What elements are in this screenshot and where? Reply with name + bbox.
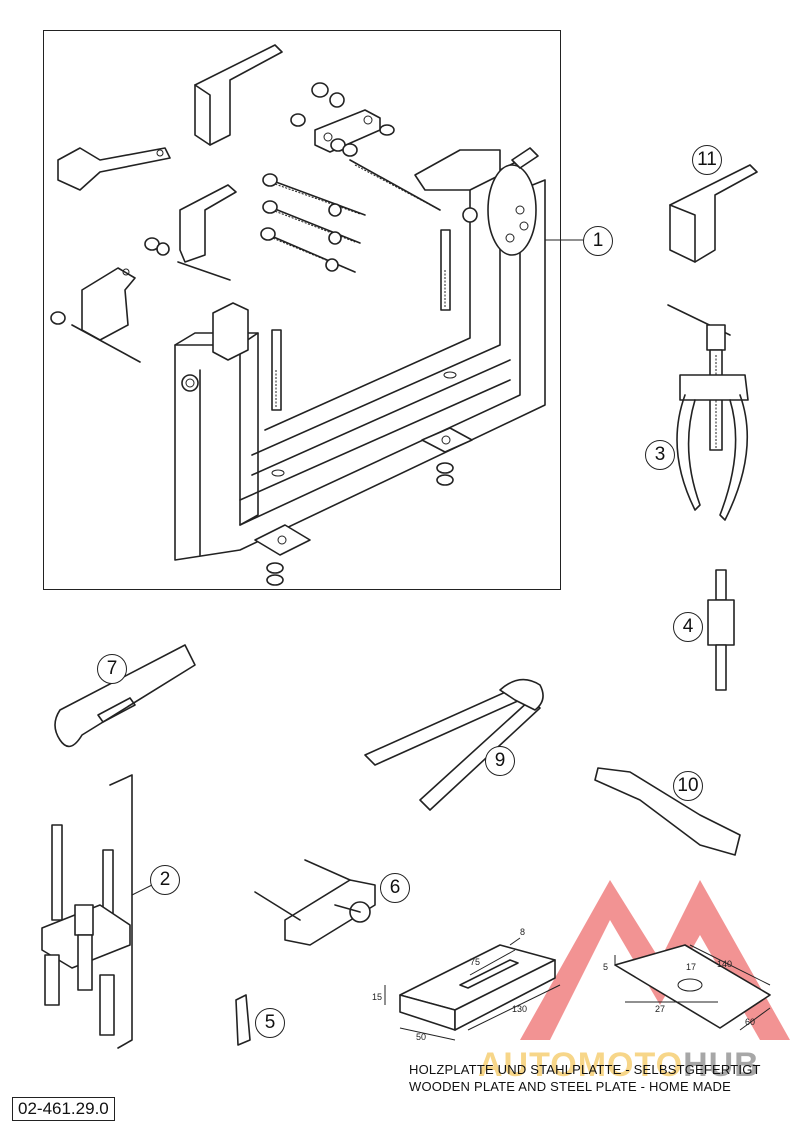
part-5-drift bbox=[235, 994, 251, 1046]
dim-steel-offset: 27 bbox=[655, 1004, 665, 1014]
assembly-frame-box bbox=[43, 30, 561, 590]
part-7-hook-wrench bbox=[54, 644, 196, 748]
dim-steel-hole: 17 bbox=[686, 962, 696, 972]
part-1-engine-stand bbox=[50, 44, 583, 586]
callout-1: 1 bbox=[583, 226, 613, 256]
dim-wood-height: 15 bbox=[372, 992, 382, 1002]
part-10-blade bbox=[594, 767, 741, 856]
callout-11: 11 bbox=[692, 145, 722, 175]
watermark-text: AUTOMOTOHUB bbox=[478, 1046, 760, 1084]
part-11-bracket bbox=[669, 164, 758, 263]
callout-2: 2 bbox=[150, 865, 180, 895]
dim-wood-slot-length: 75 bbox=[470, 957, 480, 967]
callout-4: 4 bbox=[673, 612, 703, 642]
part-6-puller-bar bbox=[254, 859, 376, 946]
callout-7: 7 bbox=[97, 654, 127, 684]
callout-6: 6 bbox=[380, 873, 410, 903]
part-4-slide-hammer bbox=[707, 569, 735, 691]
dim-steel-width: 60 bbox=[745, 1017, 755, 1027]
dim-steel-thickness: 5 bbox=[603, 962, 608, 972]
part-2-press-tool bbox=[41, 774, 153, 1049]
callout-5: 5 bbox=[255, 1008, 285, 1038]
dim-wood-width: 50 bbox=[416, 1032, 426, 1042]
callout-3: 3 bbox=[645, 440, 675, 470]
dim-wood-length: 130 bbox=[512, 1004, 527, 1014]
part-9-pin-wrench bbox=[364, 678, 544, 811]
dim-wood-slot-width: 8 bbox=[520, 927, 525, 937]
part-3-puller bbox=[667, 304, 749, 521]
steel-plate: 5 140 17 27 60 bbox=[603, 944, 771, 1031]
callout-9: 9 bbox=[485, 746, 515, 776]
callout-10: 10 bbox=[673, 771, 703, 801]
note-german: HOLZPLATTE UND STAHLPLATTE - SELBSTGEFER… bbox=[409, 1062, 761, 1077]
part-number-label: 02-461.29.0 bbox=[12, 1097, 115, 1121]
part-8-wooden-plate: 15 50 130 75 8 bbox=[372, 927, 561, 1042]
note-english: WOODEN PLATE AND STEEL PLATE - HOME MADE bbox=[409, 1079, 731, 1094]
dim-steel-length: 140 bbox=[717, 959, 732, 969]
